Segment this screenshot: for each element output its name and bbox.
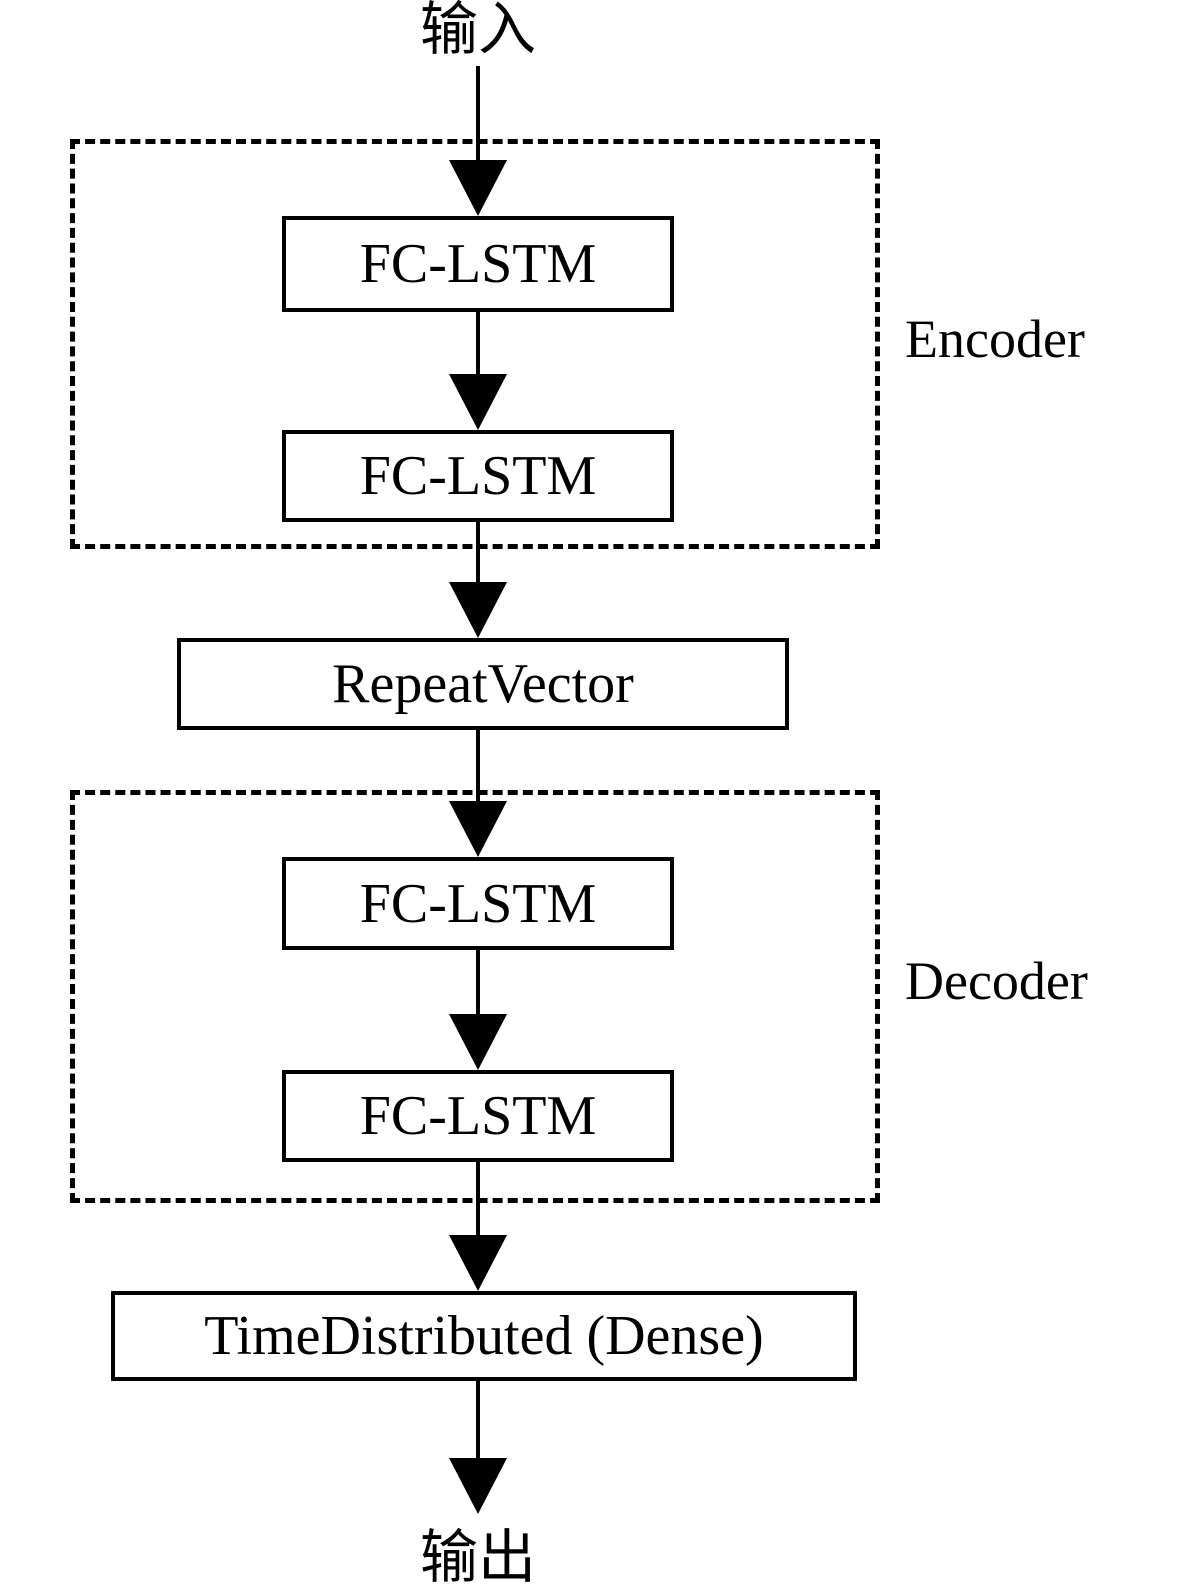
- input-label: 输入: [419, 0, 536, 62]
- arrow-decoder-to-timedistributed: [449, 1162, 507, 1291]
- decoder-label: Decoder: [905, 951, 1088, 1011]
- encoder-fc-lstm-1-label: FC-LSTM: [359, 233, 597, 295]
- arrow-shaft: [476, 1162, 480, 1235]
- arrow-shaft: [476, 522, 480, 582]
- encoder-fc-lstm-2-box: FC-LSTM: [282, 430, 674, 522]
- encoder-fc-lstm-1-box: FC-LSTM: [282, 216, 674, 312]
- arrow-encoder-to-repeatvector: [449, 522, 507, 638]
- arrow-timedistributed-to-output: [449, 1381, 507, 1514]
- arrow-shaft: [476, 950, 480, 1014]
- down-arrowhead-icon: [449, 160, 507, 216]
- down-arrowhead-icon: [449, 801, 507, 857]
- decoder-fc-lstm-1-label: FC-LSTM: [359, 872, 597, 935]
- down-arrowhead-icon: [449, 1458, 507, 1514]
- arrow-shaft: [476, 312, 480, 374]
- encoder-label: Encoder: [905, 309, 1085, 369]
- down-arrowhead-icon: [449, 374, 507, 430]
- arrow-shaft: [476, 1381, 480, 1458]
- decoder-group-box: [70, 790, 880, 1203]
- down-arrowhead-icon: [449, 1235, 507, 1291]
- arrow-shaft: [476, 66, 480, 160]
- arrow-repeatvector-to-decoder: [449, 730, 507, 857]
- repeat-vector-box: RepeatVector: [177, 638, 789, 730]
- arrow-decoder-lstm1-to-lstm2: [449, 950, 507, 1070]
- arrow-encoder-lstm1-to-lstm2: [449, 312, 507, 430]
- encoder-group-box: [70, 139, 880, 549]
- encoder-fc-lstm-2-label: FC-LSTM: [359, 445, 597, 507]
- time-distributed-dense-box: TimeDistributed (Dense): [111, 1291, 857, 1381]
- decoder-fc-lstm-1-box: FC-LSTM: [282, 857, 674, 950]
- arrow-input-to-encoder: [449, 66, 507, 216]
- down-arrowhead-icon: [449, 582, 507, 638]
- down-arrowhead-icon: [449, 1014, 507, 1070]
- time-distributed-dense-label: TimeDistributed (Dense): [204, 1305, 764, 1367]
- repeat-vector-label: RepeatVector: [332, 653, 634, 715]
- decoder-fc-lstm-2-box: FC-LSTM: [282, 1070, 674, 1162]
- decoder-fc-lstm-2-label: FC-LSTM: [359, 1085, 597, 1147]
- output-label: 输出: [419, 1525, 536, 1590]
- arrow-shaft: [476, 730, 480, 801]
